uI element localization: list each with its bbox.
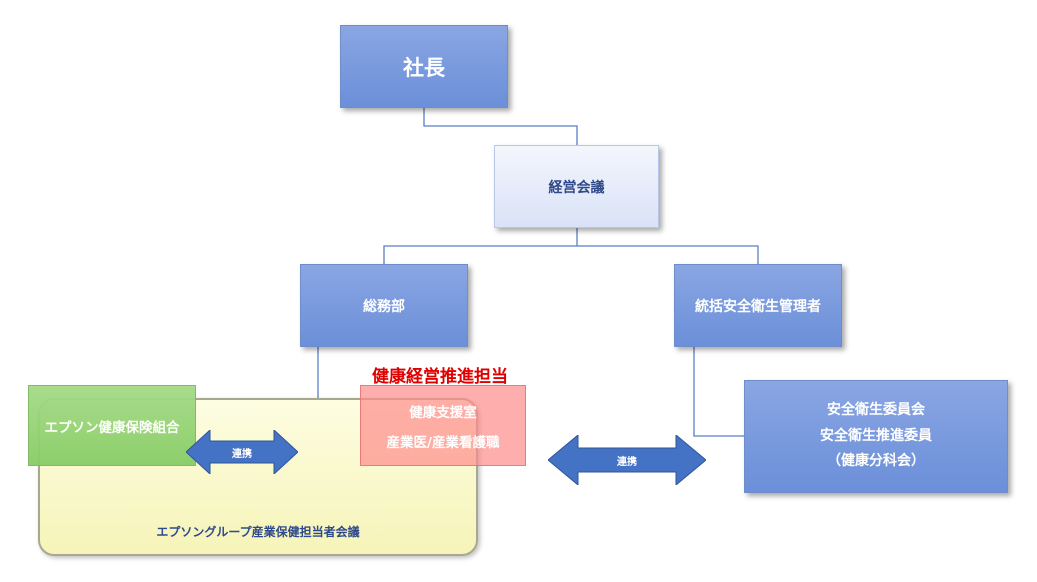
health-support-line-2: 産業医/産業看護職 — [386, 434, 500, 451]
president-box: 社長 — [340, 25, 508, 108]
committee-line-2: 安全衛生推進委員 — [820, 427, 932, 444]
safety-health-manager-label: 統括安全衛生管理者 — [695, 298, 821, 315]
double-arrow-icon — [548, 435, 706, 485]
connector-president-meeting — [423, 108, 578, 145]
health-support-line-1: 健康支援室 — [409, 404, 477, 421]
safety-health-manager-box: 統括安全衛生管理者 — [674, 264, 842, 347]
collaboration-arrow-right: 連携 — [548, 435, 706, 485]
double-arrow-icon — [186, 430, 298, 474]
collaboration-label-right: 連携 — [617, 456, 637, 468]
committee-line-1: 安全衛生委員会 — [827, 402, 925, 419]
general-affairs-label: 総務部 — [363, 298, 405, 315]
committee-line-3: （健康分科会） — [827, 453, 925, 470]
management-meeting-label: 経営会議 — [548, 179, 605, 196]
collaboration-arrow-left: 連携 — [186, 430, 298, 474]
general-affairs-box: 総務部 — [300, 264, 468, 347]
connector-safety-committee — [693, 347, 744, 437]
safety-committee-box: 安全衛生委員会 安全衛生推進委員 （健康分科会） — [744, 380, 1008, 493]
epson-health-union-label: エプソン健康保険組合 — [44, 419, 180, 436]
epson-health-union-box: エプソン健康保険組合 — [28, 385, 196, 466]
health-support-box: 健康支援室 産業医/産業看護職 — [360, 385, 526, 466]
health-management-label: 健康経営推進担当 — [372, 367, 508, 387]
president-label: 社長 — [403, 55, 445, 80]
group-meeting-label: エプソングループ産業保健担当者会議 — [156, 525, 360, 539]
connector-meeting-branches — [383, 228, 578, 264]
connector-meeting-safety — [577, 245, 759, 264]
management-meeting-box: 経営会議 — [494, 145, 659, 228]
collaboration-label-left: 連携 — [232, 448, 252, 460]
